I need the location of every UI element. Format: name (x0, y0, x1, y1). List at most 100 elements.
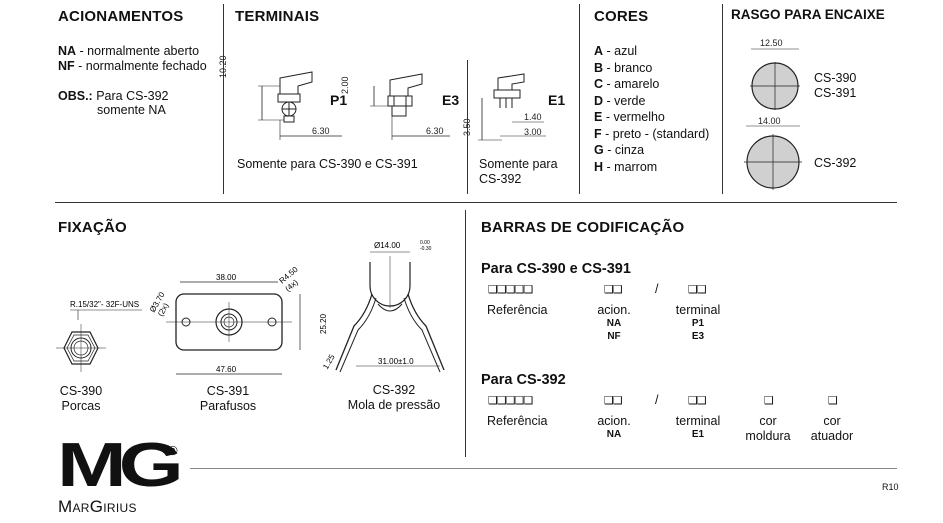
nf-text: normalmente fechado (85, 59, 207, 73)
cs391-name: CS-391 (206, 384, 250, 398)
code-nf-1: NF (607, 331, 621, 342)
label-cor-1: cor (759, 414, 777, 428)
logo-registered: ® (168, 443, 178, 458)
code-box-cor-moldura: ❑ (764, 394, 774, 407)
divider-5 (465, 210, 466, 457)
dim-47-60: 47.60 (216, 365, 237, 374)
cs390-name: CS-390 (59, 384, 103, 398)
color-item-g: G - cinza (594, 143, 645, 157)
slash-2: / (655, 393, 659, 407)
dim-d14: Ø14.00 (374, 241, 401, 250)
nf-code: NF (58, 59, 75, 73)
rasgo-label-cs392: CS-392 (814, 156, 857, 170)
thread-spec: R.15/32"- 32F-UNS (70, 300, 139, 309)
barras-title: BARRAS DE CODIFICAÇÃO (481, 219, 685, 236)
page-code: R10 (882, 482, 899, 492)
divider-horizontal (55, 202, 897, 203)
spring-drawing: Ø14.00 0.00 -0.30 31.00±1.0 1.25 (321, 240, 445, 373)
dim-3-50: 3.50 (462, 118, 472, 136)
code-boxes-terminal-2: ❑❑ (688, 394, 707, 407)
label-moldura: moldura (745, 429, 791, 443)
code-na-1: NA (606, 318, 622, 329)
dim-1-25: 1.25 (321, 352, 337, 370)
code-na-2: NA (606, 429, 622, 440)
code-e3: E3 (691, 331, 705, 342)
divider-1 (223, 4, 224, 194)
obs-line-2: somente NA (97, 103, 166, 117)
dim-12-50: 12.50 (760, 38, 783, 48)
cs390-desc: Porcas (61, 399, 101, 413)
obs-label: OBS.: (58, 89, 93, 103)
terminal-p1-drawing: 10.20 6.30 (218, 55, 342, 140)
code-boxes-acion-2: ❑❑ (604, 394, 623, 407)
logo-mark: MG (57, 431, 184, 500)
terminais-note-left: Somente para CS-390 e CS-391 (237, 157, 418, 171)
dim-2-00: 2.00 (340, 76, 350, 94)
dim-d14-tol-down: -0.30 (420, 246, 432, 252)
code-boxes-ref-1: ❑❑❑❑❑ (488, 283, 533, 296)
label-e3: E3 (442, 92, 460, 108)
terminais-title: TERMINAIS (235, 8, 320, 25)
label-atuador: atuador (810, 429, 854, 443)
cs392-name: CS-392 (372, 383, 416, 397)
code-p1: P1 (691, 318, 705, 329)
nut-drawing: R.15/32"- 32F-UNS (56, 300, 142, 372)
code-boxes-terminal-1: ❑❑ (688, 283, 707, 296)
slash-1: / (655, 282, 659, 296)
cs391-desc: Parafusos (199, 399, 257, 413)
terminais-note-right-2: CS-392 (479, 172, 522, 186)
barras-sub2: Para CS-392 (481, 372, 566, 388)
dim-3-00: 3.00 (524, 127, 542, 137)
color-item-h: H - marrom (594, 159, 658, 174)
dim-10-20: 10.20 (218, 55, 228, 78)
terminal-e3-drawing: 2.00 6.30 (340, 73, 450, 140)
cs392-desc: Mola de pressão (347, 398, 441, 412)
code-e1: E1 (691, 429, 705, 440)
label-referencia-1: Referência (487, 303, 548, 317)
label-e1: E1 (548, 92, 566, 108)
label-p1: P1 (330, 92, 348, 108)
color-item-f: F - preto - (standard) (594, 126, 710, 141)
color-item-c: C - amarelo (594, 77, 660, 91)
rasgo-hole-small: 12.50 (750, 38, 800, 110)
dim-38: 38.00 (216, 273, 237, 282)
na-code: NA (58, 44, 77, 58)
rasgo-hole-large: 14.00 (744, 116, 802, 190)
color-item-a: A - azul (594, 44, 638, 58)
rasgo-label-cs391: CS-391 (814, 86, 857, 100)
label-cor-2: cor (823, 414, 841, 428)
barras-sub1: Para CS-390 e CS-391 (481, 261, 631, 277)
color-item-b: B - branco (594, 60, 653, 75)
dim-25-20: 25.20 (319, 313, 328, 334)
code-boxes-ref-2: ❑❑❑❑❑ (488, 394, 533, 407)
code-box-cor-atuador: ❑ (828, 394, 838, 407)
dim-d14-tol-up: 0.00 (420, 240, 430, 246)
na-text: normalmente aberto (87, 44, 200, 58)
plate-drawing: 38.00 R4.50 (4x) Ø3.70 (2x) 25.20 47.60 (148, 265, 328, 375)
divider-2 (467, 60, 468, 194)
code-boxes-acion-1: ❑❑ (604, 283, 623, 296)
terminais-note-right-1: Somente para (479, 157, 558, 171)
label-acion-1: acion. (597, 303, 631, 317)
footer-rule (190, 468, 897, 469)
label-acion-2: acion. (597, 414, 631, 428)
rasgo-title: RASGO PARA ENCAIXE (731, 7, 885, 22)
label-terminal-1: terminal (675, 303, 721, 317)
acionamentos-title: ACIONAMENTOS (58, 8, 184, 25)
label-terminal-2: terminal (675, 414, 721, 428)
color-item-e: E - vermelho (594, 110, 665, 124)
cores-list: A - azul B - branco C - amarelo D - verd… (594, 43, 709, 175)
dim-6-30-a: 6.30 (312, 126, 330, 136)
dim-1-40: 1.40 (524, 112, 542, 122)
rasgo-label-cs390: CS-390 (814, 71, 857, 85)
fixacao-title: FIXAÇÃO (58, 219, 127, 236)
na-line: NA - normalmente aberto (58, 44, 200, 58)
obs-text-1: Para CS-392 (96, 89, 169, 103)
cores-title: CORES (594, 8, 649, 25)
dim-6-30-b: 6.30 (426, 126, 444, 136)
label-referencia-2: Referência (487, 414, 548, 428)
nf-line: NF - normalmente fechado (58, 59, 207, 73)
dim-14-00: 14.00 (758, 116, 781, 126)
dim-31: 31.00±1.0 (378, 357, 414, 366)
terminal-e1-drawing: 3.50 1.40 3.00 (462, 73, 546, 141)
